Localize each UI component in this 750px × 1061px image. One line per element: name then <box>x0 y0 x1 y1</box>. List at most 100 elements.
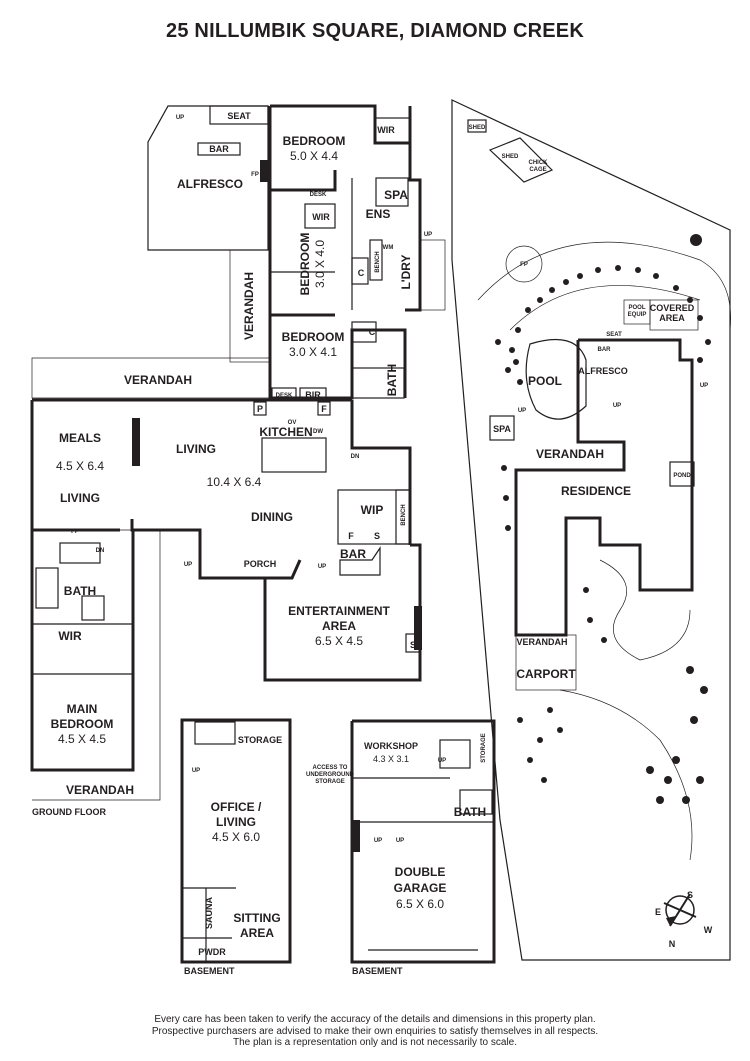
site-path <box>477 241 731 331</box>
compass-e: E <box>655 907 661 917</box>
spa-tub <box>375 177 409 207</box>
office-outline <box>180 718 292 964</box>
label-c2: C <box>369 327 376 337</box>
compass-labels: S E W N <box>655 890 713 949</box>
label-dn-living: DN <box>351 454 360 460</box>
label-site-fp: FP <box>520 262 528 268</box>
garage-outline <box>350 719 496 964</box>
living-fireplace <box>132 418 140 466</box>
label-bir: BIR <box>305 390 321 400</box>
rear-verandah <box>32 529 161 801</box>
label-garage-up3: UP <box>438 758 446 764</box>
cupboard2 <box>351 321 377 343</box>
label-garage1: DOUBLE <box>395 865 446 879</box>
garden-edge <box>509 285 701 331</box>
label-shed2: SHED <box>502 154 519 160</box>
label-office-basement: BASEMENT <box>184 966 235 976</box>
compass-n: N <box>669 939 676 949</box>
bath1-room <box>351 367 405 399</box>
entertainment-fireplace <box>414 606 422 650</box>
laundry-porch <box>419 239 446 311</box>
label-wm: WM <box>383 245 394 251</box>
label-covered1: COVERED <box>650 303 695 313</box>
label-desk2: DESK <box>276 393 293 399</box>
compass-s: S <box>687 890 693 900</box>
label-bath1: BATH <box>385 364 399 396</box>
label-office-dim: 4.5 X 6.0 <box>212 830 260 844</box>
ground-floor-plan <box>30 104 446 801</box>
label-shed1: SHED <box>469 125 486 131</box>
label-sauna: SAUNA <box>204 897 214 930</box>
label-porch: PORCH <box>244 559 277 569</box>
label-meals-dim: 4.5 X 6.4 <box>56 459 104 473</box>
label-bedroom2-name: BEDROOM <box>298 233 312 296</box>
compass <box>663 893 697 927</box>
label-garage-storage: STORAGE <box>481 733 487 763</box>
label-site-bar: BAR <box>598 347 612 353</box>
label-main-bed-dim: 4.5 X 4.5 <box>58 732 106 746</box>
label-garage-basement: BASEMENT <box>352 966 403 976</box>
label-site-up3: UP <box>700 383 708 389</box>
alfresco-fireplace <box>260 160 268 182</box>
label-spa: SPA <box>384 188 408 202</box>
label-wir2: WIR <box>312 212 330 222</box>
label-verandah-bottom: VERANDAH <box>66 783 134 797</box>
label-ent-dim: 6.5 X 4.5 <box>315 634 363 648</box>
label-living: LIVING <box>176 442 216 456</box>
label-access1: ACCESS TO <box>313 765 348 771</box>
label-ent-name2: AREA <box>322 619 356 633</box>
entertainment-storage <box>405 633 421 653</box>
side-verandah <box>229 249 271 363</box>
label-living-left: LIVING <box>60 491 100 505</box>
label-s1: S <box>374 531 380 541</box>
residence-outline <box>514 338 694 637</box>
shed1-box <box>467 119 487 133</box>
label-alfresco: ALFRESCO <box>177 177 243 191</box>
compass-ring <box>665 895 695 925</box>
pool-shape <box>525 338 587 420</box>
label-site-verandah: VERANDAH <box>536 447 604 461</box>
label-verandah-side: VERANDAH <box>242 272 256 340</box>
label-living-dim: 10.4 X 6.4 <box>207 475 262 489</box>
label-ov: OV <box>288 420 297 426</box>
floor-plan: SEAT BAR ALFRESCO BEDROOM 5.0 X 4.4 WIR … <box>30 99 731 976</box>
label-ens: ENS <box>366 207 391 221</box>
office-stair <box>194 721 236 745</box>
label-seat: SEAT <box>227 111 251 121</box>
label-garage-dim: 6.5 X 6.0 <box>396 897 444 911</box>
label-bedroom1-name: BEDROOM <box>283 134 346 148</box>
label-sitting1: SITTING <box>233 911 280 925</box>
porch-wall <box>198 545 302 580</box>
label-wip: WIP <box>361 503 384 517</box>
label-ldry: L'DRY <box>399 254 413 289</box>
label-bedroom3-name: BEDROOM <box>282 330 345 344</box>
label-pool-equip1: POOL <box>628 305 645 311</box>
label-garage-bath: BATH <box>454 805 486 819</box>
dining-south-wall <box>130 519 202 545</box>
label-ground-floor: GROUND FLOOR <box>32 807 106 817</box>
label-bar2: BAR <box>340 547 366 561</box>
label-dining: DINING <box>251 510 293 524</box>
driveway-curve <box>559 689 693 861</box>
covered-area-box <box>649 299 699 331</box>
disclaimer-line: Prospective purchasers are advised to ma… <box>151 1025 599 1037</box>
label-wir3: WIR <box>58 629 82 643</box>
bath2-stair-dn <box>59 542 101 564</box>
basement-office-plan <box>180 718 292 964</box>
label-alfresco-bar: BAR <box>209 144 229 154</box>
alfresco-edge <box>147 105 169 143</box>
kitchen-island <box>261 437 327 473</box>
bath2-tub <box>35 567 59 609</box>
ground-floor-labels: SEAT BAR ALFRESCO BEDROOM 5.0 X 4.4 WIR … <box>32 111 432 817</box>
label-workshop-dim: 4.3 X 3.1 <box>373 754 409 764</box>
bar2-counter <box>339 546 381 576</box>
label-chick1: CHICK <box>529 160 549 166</box>
label-up-dining: UP <box>318 564 326 570</box>
site-trees <box>495 234 711 804</box>
garden-path-south <box>599 559 691 661</box>
label-garage-up1: UP <box>374 838 382 844</box>
compass-arrow-icon <box>666 916 676 926</box>
workshop-stair <box>439 739 471 769</box>
label-site-up1: UP <box>518 408 526 414</box>
label-chick2: CAGE <box>529 167 546 173</box>
